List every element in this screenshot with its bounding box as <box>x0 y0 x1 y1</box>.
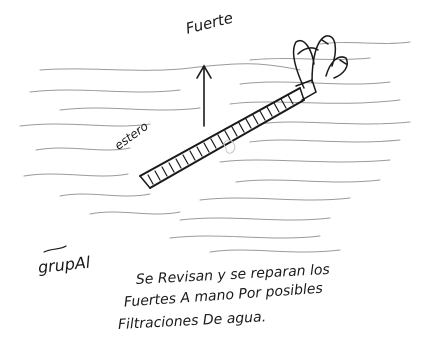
dike-bar <box>139 79 317 189</box>
wheel-icon <box>292 35 348 89</box>
ghost-mark <box>223 139 236 154</box>
grupal-scribble <box>43 245 67 253</box>
force-arrow <box>196 64 212 127</box>
handwritten-note: Se Revisan y se reparan los Fuertes A ma… <box>118 262 418 336</box>
water-hatching <box>19 41 411 253</box>
